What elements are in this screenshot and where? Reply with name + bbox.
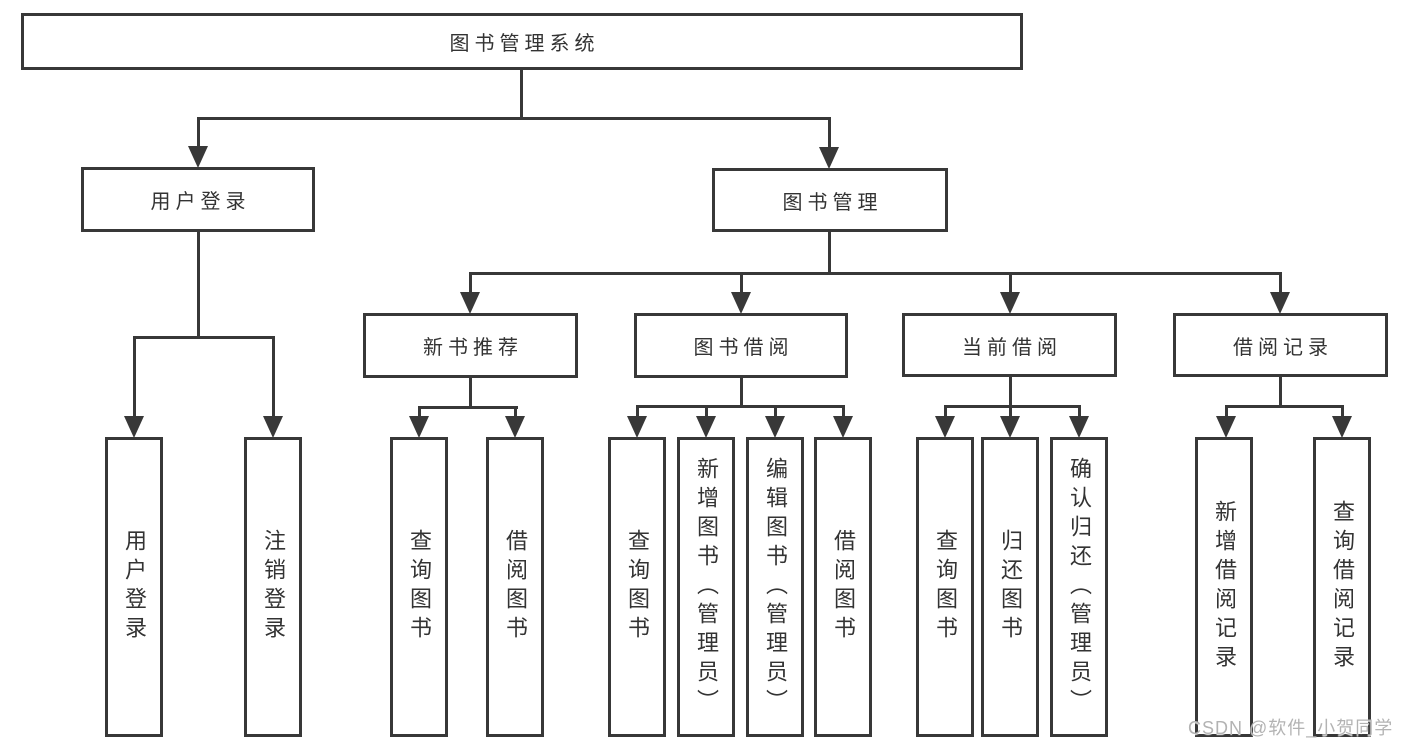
node-current-borrow: 当前借阅 bbox=[902, 313, 1117, 377]
leaf-return-books-label: 归还图书 bbox=[998, 529, 1023, 645]
leaf-query-books-recommend: 查询图书 bbox=[390, 437, 448, 737]
node-new-book-recommend: 新书推荐 bbox=[363, 313, 578, 378]
leaf-user-login: 用户登录 bbox=[105, 437, 163, 737]
connector-user-vertical bbox=[197, 231, 200, 339]
leaf-confirm-return-admin: 确认归还（管理员） bbox=[1050, 437, 1108, 737]
node-borrow-records: 借阅记录 bbox=[1173, 313, 1388, 377]
arrow-down-to-add-books-admin bbox=[696, 407, 716, 438]
arrow-down-to-leaf-logout bbox=[263, 338, 283, 438]
connector-current-vertical bbox=[1009, 377, 1012, 408]
connector-borrow-horizontal bbox=[636, 405, 845, 408]
leaf-query-books-recommend-label: 查询图书 bbox=[407, 529, 432, 645]
leaf-user-login-label: 用户登录 bbox=[122, 529, 147, 645]
leaf-add-borrow-record: 新增借阅记录 bbox=[1195, 437, 1253, 737]
connector-borrow-vertical bbox=[740, 377, 743, 408]
arrow-down-to-query-books-current bbox=[935, 407, 955, 438]
leaf-add-books-admin: 新增图书（管理员） bbox=[677, 437, 735, 737]
connector-root-vertical bbox=[520, 68, 523, 119]
arrow-down-to-borrow-books bbox=[833, 407, 853, 438]
leaf-add-books-admin-label: 新增图书（管理员） bbox=[694, 456, 719, 718]
connector-user-horizontal bbox=[133, 336, 275, 339]
leaf-edit-books-admin-label: 编辑图书（管理员） bbox=[763, 456, 788, 718]
arrow-down-to-new-book-recommend bbox=[460, 274, 480, 314]
connector-root-horizontal bbox=[197, 117, 831, 120]
node-user-login: 用户登录 bbox=[81, 167, 315, 232]
connector-recommend-horizontal bbox=[418, 406, 518, 409]
arrow-down-to-current-borrow bbox=[1000, 274, 1020, 314]
leaf-query-books-borrow: 查询图书 bbox=[608, 437, 666, 737]
leaf-borrow-books-recommend: 借阅图书 bbox=[486, 437, 544, 737]
arrow-down-to-return-books bbox=[1000, 407, 1020, 438]
leaf-query-books-current-label: 查询图书 bbox=[933, 529, 958, 645]
leaf-borrow-books-recommend-label: 借阅图书 bbox=[503, 529, 528, 645]
leaf-query-borrow-record: 查询借阅记录 bbox=[1313, 437, 1371, 737]
connector-records-vertical bbox=[1279, 377, 1282, 408]
arrow-down-to-edit-books-admin bbox=[765, 407, 785, 438]
connector-records-horizontal bbox=[1225, 405, 1344, 408]
leaf-logout: 注销登录 bbox=[244, 437, 302, 737]
arrow-down-to-query-books-recommend bbox=[409, 408, 429, 438]
csdn-watermark: CSDN @软件_小贺同学 bbox=[1188, 718, 1394, 738]
connector-current-horizontal bbox=[944, 405, 1081, 408]
leaf-add-borrow-record-label: 新增借阅记录 bbox=[1212, 500, 1237, 674]
leaf-query-borrow-record-label: 查询借阅记录 bbox=[1330, 500, 1355, 674]
arrow-down-to-query-borrow-record bbox=[1332, 407, 1352, 438]
connector-level3-horizontal bbox=[469, 272, 1282, 275]
leaf-borrow-books: 借阅图书 bbox=[814, 437, 872, 737]
arrow-down-to-borrow-records bbox=[1270, 274, 1290, 314]
arrow-down-to-confirm-return-admin bbox=[1069, 407, 1089, 438]
leaf-logout-label: 注销登录 bbox=[261, 529, 286, 645]
leaf-edit-books-admin: 编辑图书（管理员） bbox=[746, 437, 804, 737]
node-book-borrow: 图书借阅 bbox=[634, 313, 848, 378]
leaf-query-books-current: 查询图书 bbox=[916, 437, 974, 737]
arrow-down-to-book-management bbox=[819, 118, 839, 169]
node-library-system: 图书管理系统 bbox=[21, 13, 1023, 70]
leaf-confirm-return-admin-label: 确认归还（管理员） bbox=[1067, 456, 1092, 718]
arrow-down-to-user-login bbox=[188, 118, 208, 168]
arrow-down-to-borrow-books-recommend bbox=[505, 408, 525, 438]
leaf-return-books: 归还图书 bbox=[981, 437, 1039, 737]
connector-book-vertical bbox=[828, 231, 831, 275]
node-book-management: 图书管理 bbox=[712, 168, 948, 232]
arrow-down-to-leaf-user-login bbox=[124, 338, 144, 438]
arrow-down-to-book-borrow bbox=[731, 274, 751, 314]
leaf-borrow-books-label: 借阅图书 bbox=[831, 529, 856, 645]
arrow-down-to-query-books-borrow bbox=[627, 407, 647, 438]
arrow-down-to-add-borrow-record bbox=[1216, 407, 1236, 438]
leaf-query-books-borrow-label: 查询图书 bbox=[625, 529, 650, 645]
connector-recommend-vertical bbox=[469, 377, 472, 409]
